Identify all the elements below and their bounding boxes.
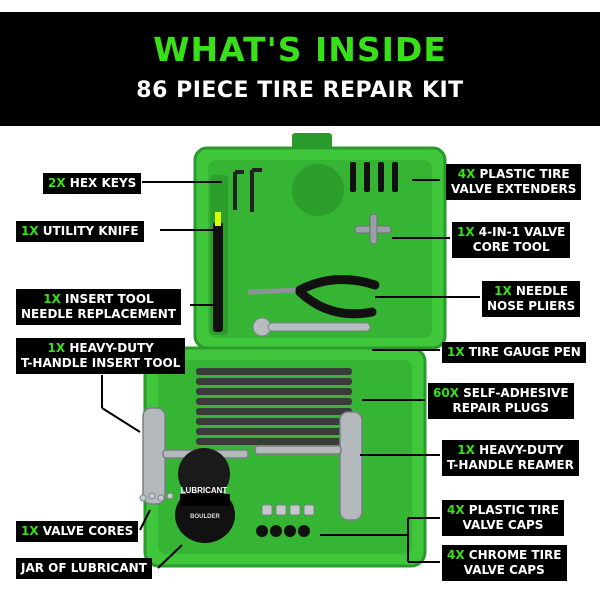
hex-keys-icon (233, 168, 262, 212)
repair-plugs-icon (196, 368, 352, 445)
label-valve-cores: 1X VALVE CORES (16, 521, 139, 542)
valve-extenders-icon (350, 162, 398, 192)
page-subtitle: 86 PIECE TIRE REPAIR KIT (136, 78, 464, 103)
label-plastic-valve-extenders: 4X PLASTIC TIRE VALVE EXTENDERS (446, 164, 582, 200)
label-t-handle-reamer: 1X HEAVY-DUTY T-HANDLE REAMER (442, 440, 579, 476)
chrome-valve-caps-icon (261, 504, 315, 516)
label-t-handle-insert-tool: 1X HEAVY-DUTY T-HANDLE INSERT TOOL (16, 338, 186, 374)
label-chrome-valve-caps: 4X CHROME TIRE VALVE CAPS (442, 545, 567, 581)
label-needle-nose-pliers: 1X NEEDLE NOSE PLIERS (482, 281, 581, 317)
jar-logo-text: BOULDER (190, 514, 220, 520)
label-tire-gauge-pen: 1X TIRE GAUGE PEN (442, 342, 586, 363)
tire-gauge-icon (252, 317, 371, 337)
header-banner (0, 12, 600, 126)
valve-cores-icon (139, 492, 174, 502)
label-jar-of-lubricant: JAR OF LUBRICANT (16, 558, 152, 579)
plastic-valve-caps-icon (256, 525, 310, 537)
label-hex-keys: 2X HEX KEYS (43, 173, 142, 194)
jar-brand-text: LUBRICANT (181, 486, 228, 495)
label-plastic-valve-caps: 4X PLASTIC TIRE VALVE CAPS (442, 500, 564, 536)
label-utility-knife: 1X UTILITY KNIFE (16, 221, 144, 242)
pliers-icon (247, 275, 380, 319)
t-handle-reamer-icon (254, 411, 363, 521)
valve-core-tool-icon (354, 213, 392, 245)
label-valve-core-tool: 1X 4-IN-1 VALVE CORE TOOL (452, 222, 571, 258)
leader-lines (101, 179, 480, 569)
label-repair-plugs: 60X SELF-ADHESIVE REPAIR PLUGS (428, 383, 574, 419)
lubricant-jar-icon (175, 448, 235, 543)
page-title: WHAT'S INSIDE (153, 30, 447, 69)
label-insert-tool-needle: 1X INSERT TOOL NEEDLE REPLACEMENT (16, 289, 181, 325)
